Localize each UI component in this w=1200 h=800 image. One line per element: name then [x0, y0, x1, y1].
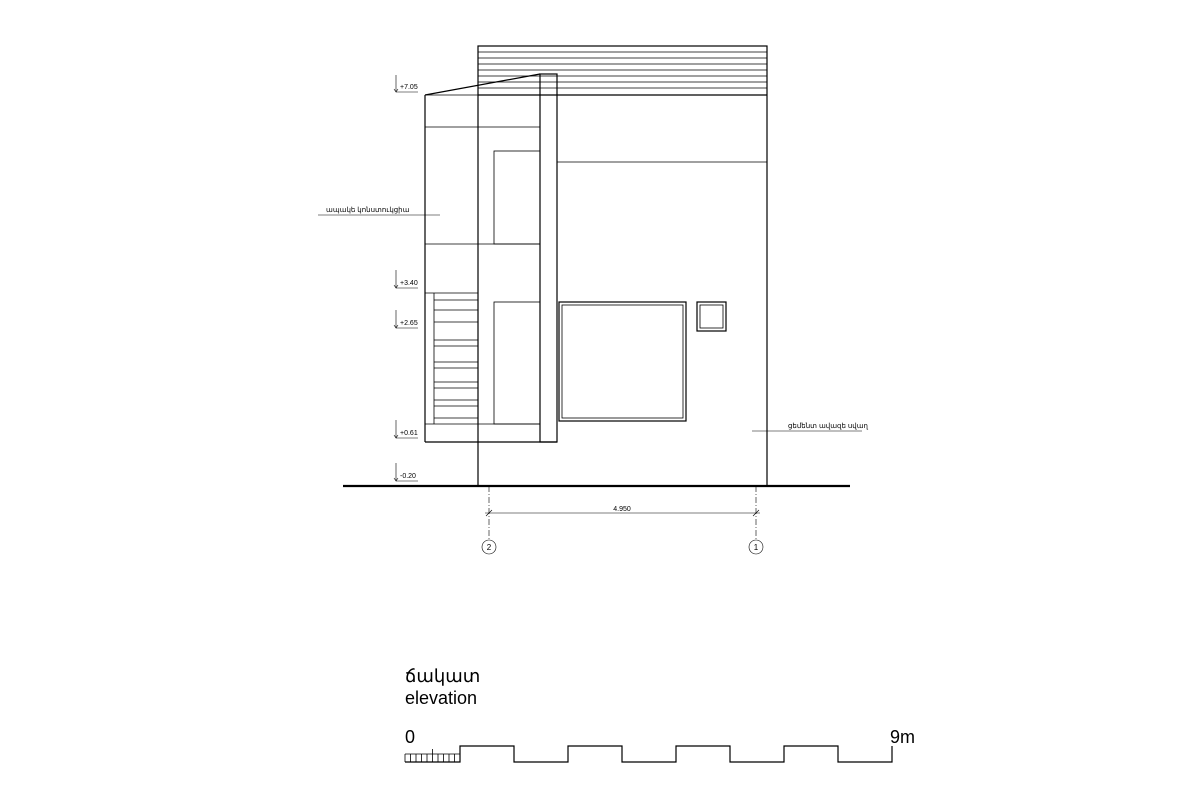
glass-structure	[424, 73, 557, 443]
main-volume	[477, 45, 768, 487]
level-marker-340: +3.40	[393, 270, 418, 289]
title-armenian: ճակատ	[405, 666, 480, 686]
scale-end-label: 9m	[890, 727, 915, 747]
axis-bubble-1: 1	[748, 539, 764, 555]
scale-bar: 0 9m	[404, 727, 915, 763]
small-window	[696, 301, 727, 332]
level-marker-265: +2.65	[393, 310, 418, 329]
frame-column	[539, 73, 558, 443]
axis-dimension: 4.950	[485, 486, 760, 539]
level-label: +0.61	[400, 430, 418, 437]
axis-label: 2	[487, 543, 492, 552]
note-label: ապակե կոնստուկցիա	[326, 206, 410, 214]
level-marker-020: -0.20	[393, 463, 418, 482]
level-marker-061: +0.61	[393, 420, 418, 439]
note-wall-finish: ցեմենտ ավազե սվաղ	[752, 422, 869, 432]
axis-bubble-2: 2	[481, 539, 497, 555]
note-label: ցեմենտ ավազե սվաղ	[788, 422, 869, 430]
drawing-title: ճակատ elevation	[405, 666, 480, 708]
note-glass-structure: ապակե կոնստուկցիա	[318, 206, 440, 216]
dimension-label: 4.950	[613, 506, 631, 513]
level-marker-705: +7.05	[393, 75, 418, 93]
level-label: +7.05	[400, 84, 418, 91]
level-label: -0.20	[400, 473, 416, 480]
level-label: +3.40	[400, 280, 418, 287]
axis-label: 1	[754, 543, 759, 552]
large-window	[558, 301, 687, 422]
scale-start-label: 0	[405, 727, 415, 747]
title-english: elevation	[405, 688, 477, 708]
level-label: +2.65	[400, 320, 418, 327]
